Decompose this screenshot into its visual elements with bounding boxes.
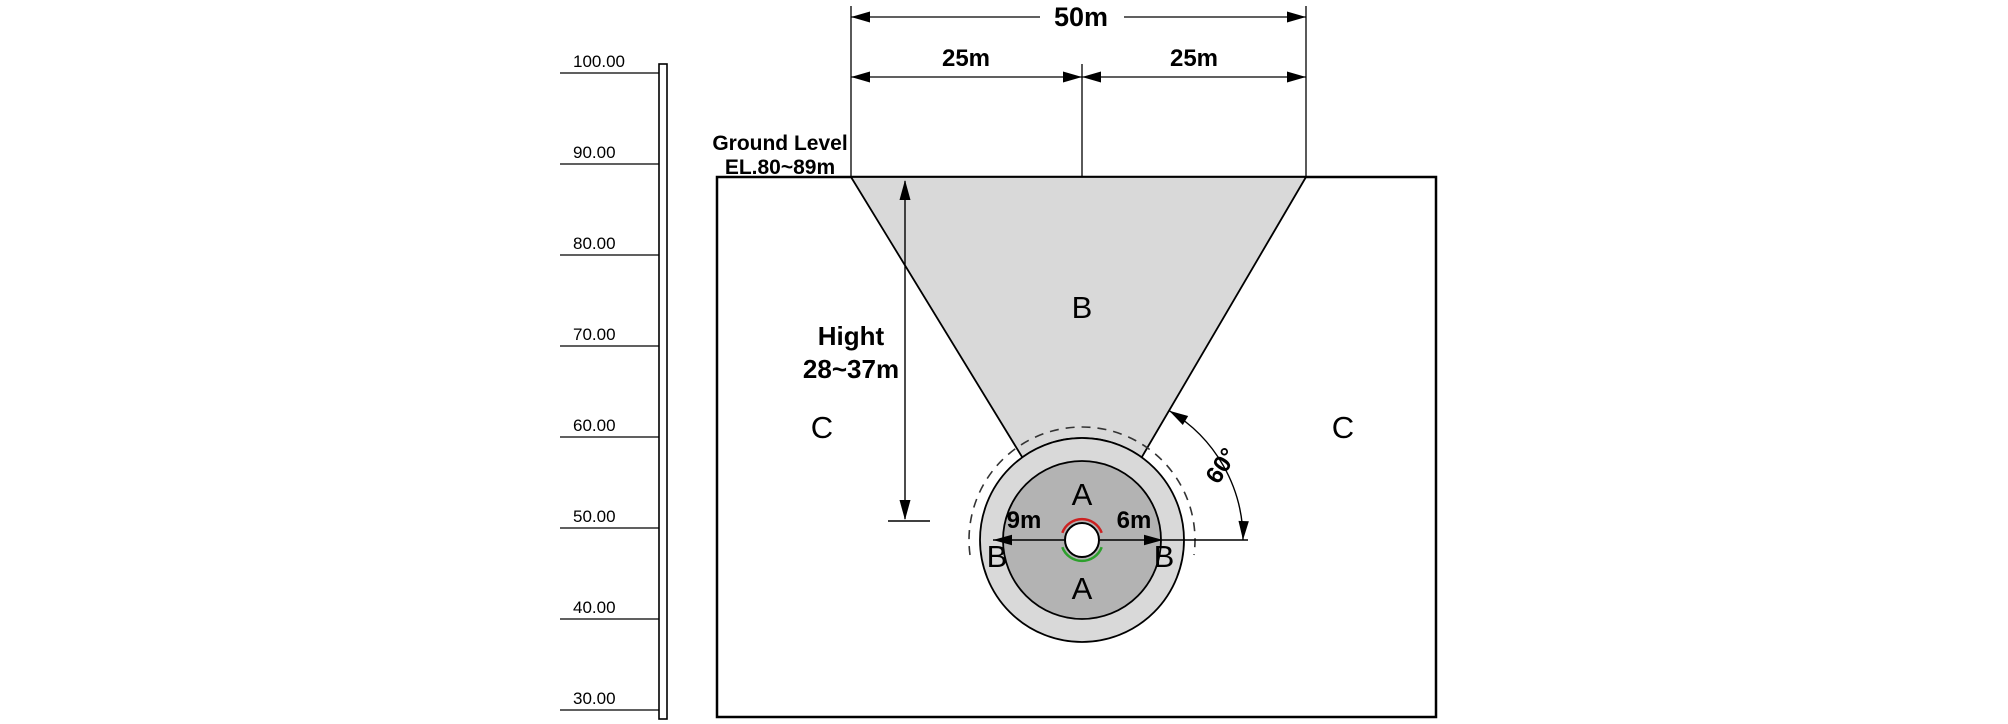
- top-dimensions: 50m 25m 25m: [850, 2, 1307, 177]
- height-dimension: Hight 28~37m: [803, 180, 930, 522]
- dim-label-50m: 50m: [1054, 2, 1108, 32]
- arrowhead-height-top: [899, 180, 911, 200]
- dashed-influence-arc: [968, 426, 1196, 556]
- zone-label-c-right: C: [1332, 410, 1354, 445]
- zone-label-a-top: A: [1072, 477, 1093, 512]
- zone-label-b-ring-left: B: [987, 539, 1008, 574]
- zone-labels: B C C A A B B: [811, 290, 1354, 606]
- lining-mark-green-arc: [1061, 546, 1103, 563]
- arrowhead-50m-right: [1287, 11, 1306, 23]
- radius-dimensions: 9m 6m: [993, 507, 1248, 546]
- arrowhead-25m-center-right: [1063, 71, 1082, 83]
- angle-arc: [1168, 410, 1244, 541]
- radius-label-9m: 9m: [1007, 507, 1042, 534]
- dim-label-25m-left: 25m: [942, 45, 990, 72]
- elevation-scale: 100.00 90.00 80.00 70.00 60.00 50.00 40.…: [560, 52, 668, 720]
- tick-label-30: 30.00: [573, 689, 616, 708]
- arrowhead-height-bottom: [899, 500, 911, 520]
- tick-label-60: 60.00: [573, 416, 616, 435]
- radius-label-6m: 6m: [1117, 507, 1152, 534]
- tick-label-90: 90.00: [573, 143, 616, 162]
- ground-level-label: Ground Level EL.80~89m: [712, 132, 847, 179]
- height-label-line1: Hight: [818, 321, 885, 351]
- zone-label-a-bottom: A: [1072, 571, 1093, 606]
- tick-label-50: 50.00: [573, 507, 616, 526]
- dim-label-25m-right: 25m: [1170, 45, 1218, 72]
- arrowhead-50m-left: [851, 11, 870, 23]
- tick-label-70: 70.00: [573, 325, 616, 344]
- height-label-line2: 28~37m: [803, 354, 899, 384]
- arrowhead-6m: [1144, 534, 1163, 546]
- zone-label-b-wedge: B: [1072, 290, 1093, 325]
- tunnel-bore-hole: [1064, 522, 1100, 558]
- zone-label-c-left: C: [811, 410, 833, 445]
- ground-level-line2: EL.80~89m: [725, 156, 835, 179]
- ground-level-line1: Ground Level: [712, 132, 847, 155]
- tick-label-40: 40.00: [573, 598, 616, 617]
- tick-label-80: 80.00: [573, 234, 616, 253]
- zone-label-b-ring-right: B: [1154, 539, 1175, 574]
- arrowhead-9m: [993, 534, 1012, 546]
- lining-mark-red-arc: [1061, 517, 1103, 534]
- arrowhead-angle-top: [1169, 410, 1189, 425]
- arrowhead-25m-far-left: [851, 71, 870, 83]
- arrowhead-25m-far-right: [1287, 71, 1306, 83]
- arrowhead-25m-center-left: [1082, 71, 1101, 83]
- arrowhead-angle-bottom: [1238, 520, 1249, 540]
- elevation-scale-rod: [658, 63, 668, 720]
- tick-label-100: 100.00: [573, 52, 625, 71]
